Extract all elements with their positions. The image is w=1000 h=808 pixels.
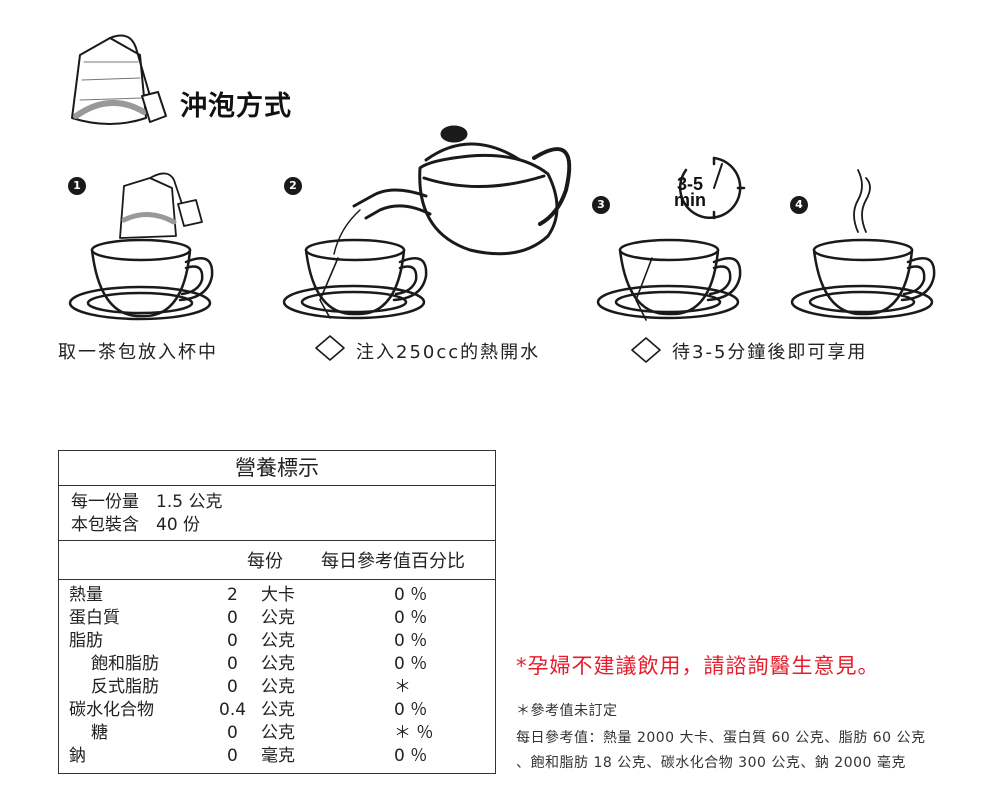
table-row: 反式脂肪 0 公克 ＊ xyxy=(91,677,411,697)
table-divider xyxy=(59,579,495,580)
step-number-1: 1 xyxy=(68,177,86,195)
servings-per-pack: 本包裝含 40 份 xyxy=(71,515,201,535)
step-number-4: 4 xyxy=(790,196,808,214)
step2-caption: 注入250cc的熱開水 xyxy=(356,342,541,363)
tea-bag-icon xyxy=(71,34,167,125)
step-number-2: 2 xyxy=(284,177,302,195)
teapot-icon xyxy=(333,125,572,256)
steam-icon xyxy=(853,169,871,233)
step3-cup-icon xyxy=(596,238,742,363)
timer-label: 3-5 min xyxy=(668,174,712,210)
col-per-serving: 每份 xyxy=(247,551,283,572)
table-row: 脂肪 0 公克 0 ％ xyxy=(69,631,428,651)
brewing-illustrations xyxy=(68,34,936,363)
step1-tea-bag-icon xyxy=(119,172,203,239)
timer-unit: min xyxy=(673,190,706,210)
table-divider xyxy=(59,540,495,541)
nutrition-title: 營養標示 xyxy=(59,451,495,486)
step2-cup-icon xyxy=(282,238,428,361)
table-row: 鈉 0 毫克 0 ％ xyxy=(69,746,428,766)
table-row: 飽和脂肪 0 公克 0 ％ xyxy=(91,654,428,674)
nutrition-table: 營養標示 每一份量 1.5 公克 本包裝含 40 份 每份 每日參考值百分比 熱… xyxy=(58,450,496,774)
step4-cup-icon xyxy=(790,238,936,320)
step3-caption: 待3-5分鐘後即可享用 xyxy=(672,342,868,363)
timer-range: 3-5 xyxy=(676,174,703,194)
pregnancy-warning: *孕婦不建議飲用，請諮詢醫生意見。 xyxy=(516,654,880,678)
table-row: 蛋白質 0 公克 0 ％ xyxy=(69,608,428,628)
table-row: 碳水化合物 0.4 公克 0 ％ xyxy=(69,700,428,720)
brewing-title: 沖泡方式 xyxy=(180,91,292,122)
step1-cup-icon xyxy=(68,238,214,321)
table-row: 熱量 2 大卡 0 ％ xyxy=(69,585,428,605)
reference-note-line1: 每日參考值：熱量 2000 大卡、蛋白質 60 公克、脂肪 60 公克 xyxy=(516,730,926,746)
table-row: 糖 0 公克 ＊ ％ xyxy=(91,723,434,743)
timer-icon xyxy=(678,156,746,220)
serving-size: 每一份量 1.5 公克 xyxy=(71,492,223,512)
step1-caption: 取一茶包放入杯中 xyxy=(58,342,218,363)
reference-note-line2: 、飽和脂肪 18 公克、碳水化合物 300 公克、鈉 2000 毫克 xyxy=(516,755,906,771)
col-daily-pct: 每日參考值百分比 xyxy=(321,551,465,572)
asterisk-note: ＊參考值未訂定 xyxy=(516,703,618,719)
step-number-3: 3 xyxy=(592,196,610,214)
